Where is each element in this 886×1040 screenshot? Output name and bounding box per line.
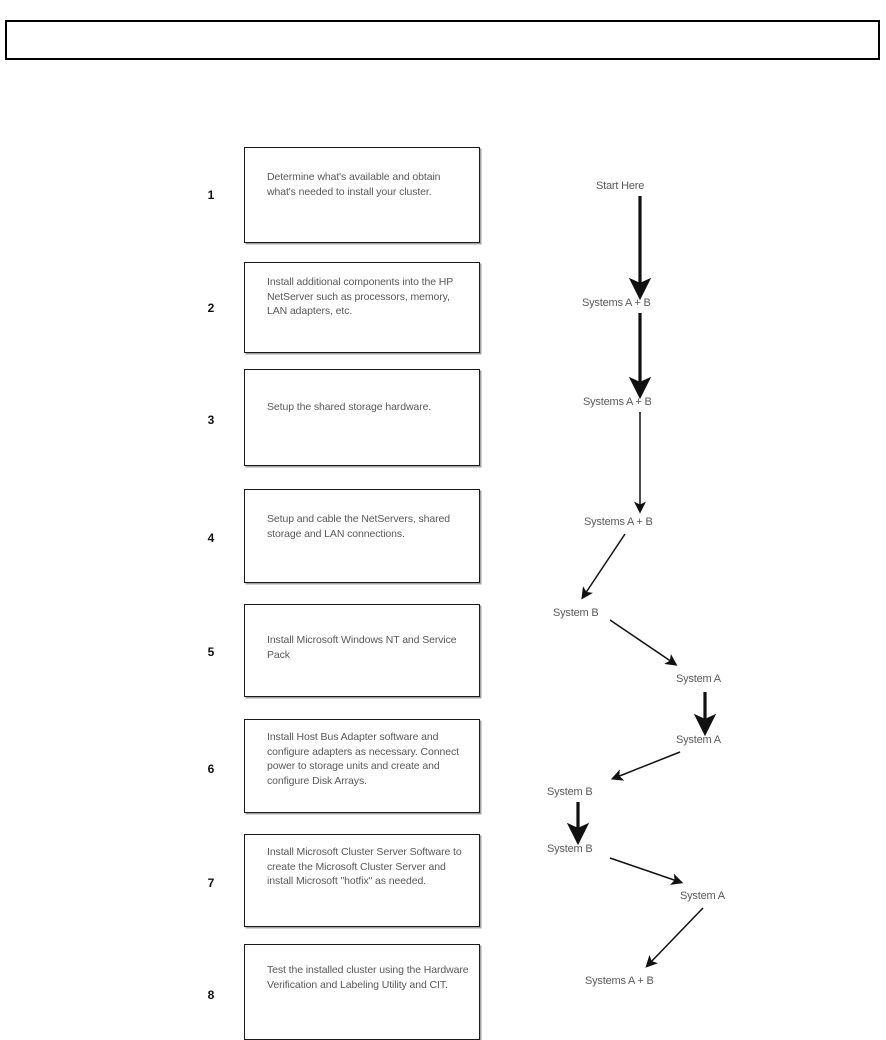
step-number: 6 — [207, 762, 215, 776]
step-box[interactable]: Install Microsoft Cluster Server Softwar… — [244, 834, 480, 927]
flow-node-system-b-2: System B — [547, 786, 593, 798]
flow-node-system-b-1: System B — [553, 607, 599, 619]
step-text: Install additional components into the H… — [267, 276, 453, 317]
step-box[interactable]: Test the installed cluster using the Har… — [244, 944, 480, 1040]
installation-steps-column: 1 Determine what's available and obtain … — [207, 147, 480, 1040]
flow-node-system-b-3: System B — [547, 843, 593, 855]
step-number: 3 — [207, 413, 215, 427]
step-box[interactable]: Setup and cable the NetServers, shared s… — [244, 489, 480, 583]
flow-node-start-here: Start Here — [596, 180, 645, 192]
step-number: 7 — [207, 876, 215, 890]
step-box[interactable]: Determine what's available and obtain wh… — [244, 147, 480, 243]
step-number: 4 — [207, 531, 215, 545]
step-text: Install Microsoft Cluster Server Softwar… — [267, 846, 462, 887]
step-box[interactable]: Install Host Bus Adapter software and co… — [244, 719, 480, 813]
flow-node-system-a-3: System A — [680, 890, 725, 902]
step-text: Setup the shared storage hardware. — [267, 401, 432, 413]
step-text: Determine what's available and obtain wh… — [267, 171, 441, 198]
flow-connectors — [566, 196, 717, 968]
step-text: Install Host Bus Adapter software and co… — [267, 731, 459, 787]
flow-connector-system-b-to-system-a-1 — [609, 619, 678, 666]
flow-connector-systems-ab-3-to-system-b — [581, 533, 626, 600]
step-number: 2 — [207, 301, 215, 315]
step-box[interactable]: Install additional components into the H… — [244, 262, 480, 353]
flow-connector-system-b-2-to-system-a — [609, 857, 684, 885]
step-box[interactable]: Install Microsoft Windows NT and Service… — [244, 604, 480, 697]
system-flow-column: Start Here Systems A + B Systems A + B S… — [500, 0, 886, 1040]
step-text: Test the installed cluster using the Har… — [267, 964, 469, 991]
step-number: 1 — [207, 188, 215, 202]
page-header-frame — [5, 20, 880, 60]
step-number: 5 — [207, 645, 215, 659]
flow-node-system-a-2: System A — [676, 734, 721, 746]
flow-connector-system-a-2-to-system-b — [610, 751, 681, 781]
flow-node-systems-ab-3: Systems A + B — [584, 516, 653, 528]
step-text: Install Microsoft Windows NT and Service… — [267, 634, 457, 661]
flow-node-systems-ab-4: Systems A + B — [585, 975, 654, 987]
step-box[interactable]: Setup the shared storage hardware. — [244, 369, 480, 466]
flow-node-system-a-1: System A — [676, 673, 721, 685]
flow-node-systems-ab-1: Systems A + B — [582, 297, 651, 309]
step-text: Setup and cable the NetServers, shared s… — [267, 513, 450, 540]
flow-node-systems-ab-2: Systems A + B — [583, 396, 652, 408]
step-number: 8 — [207, 988, 215, 1002]
flow-connector-system-a-to-systems-ab — [645, 907, 704, 968]
